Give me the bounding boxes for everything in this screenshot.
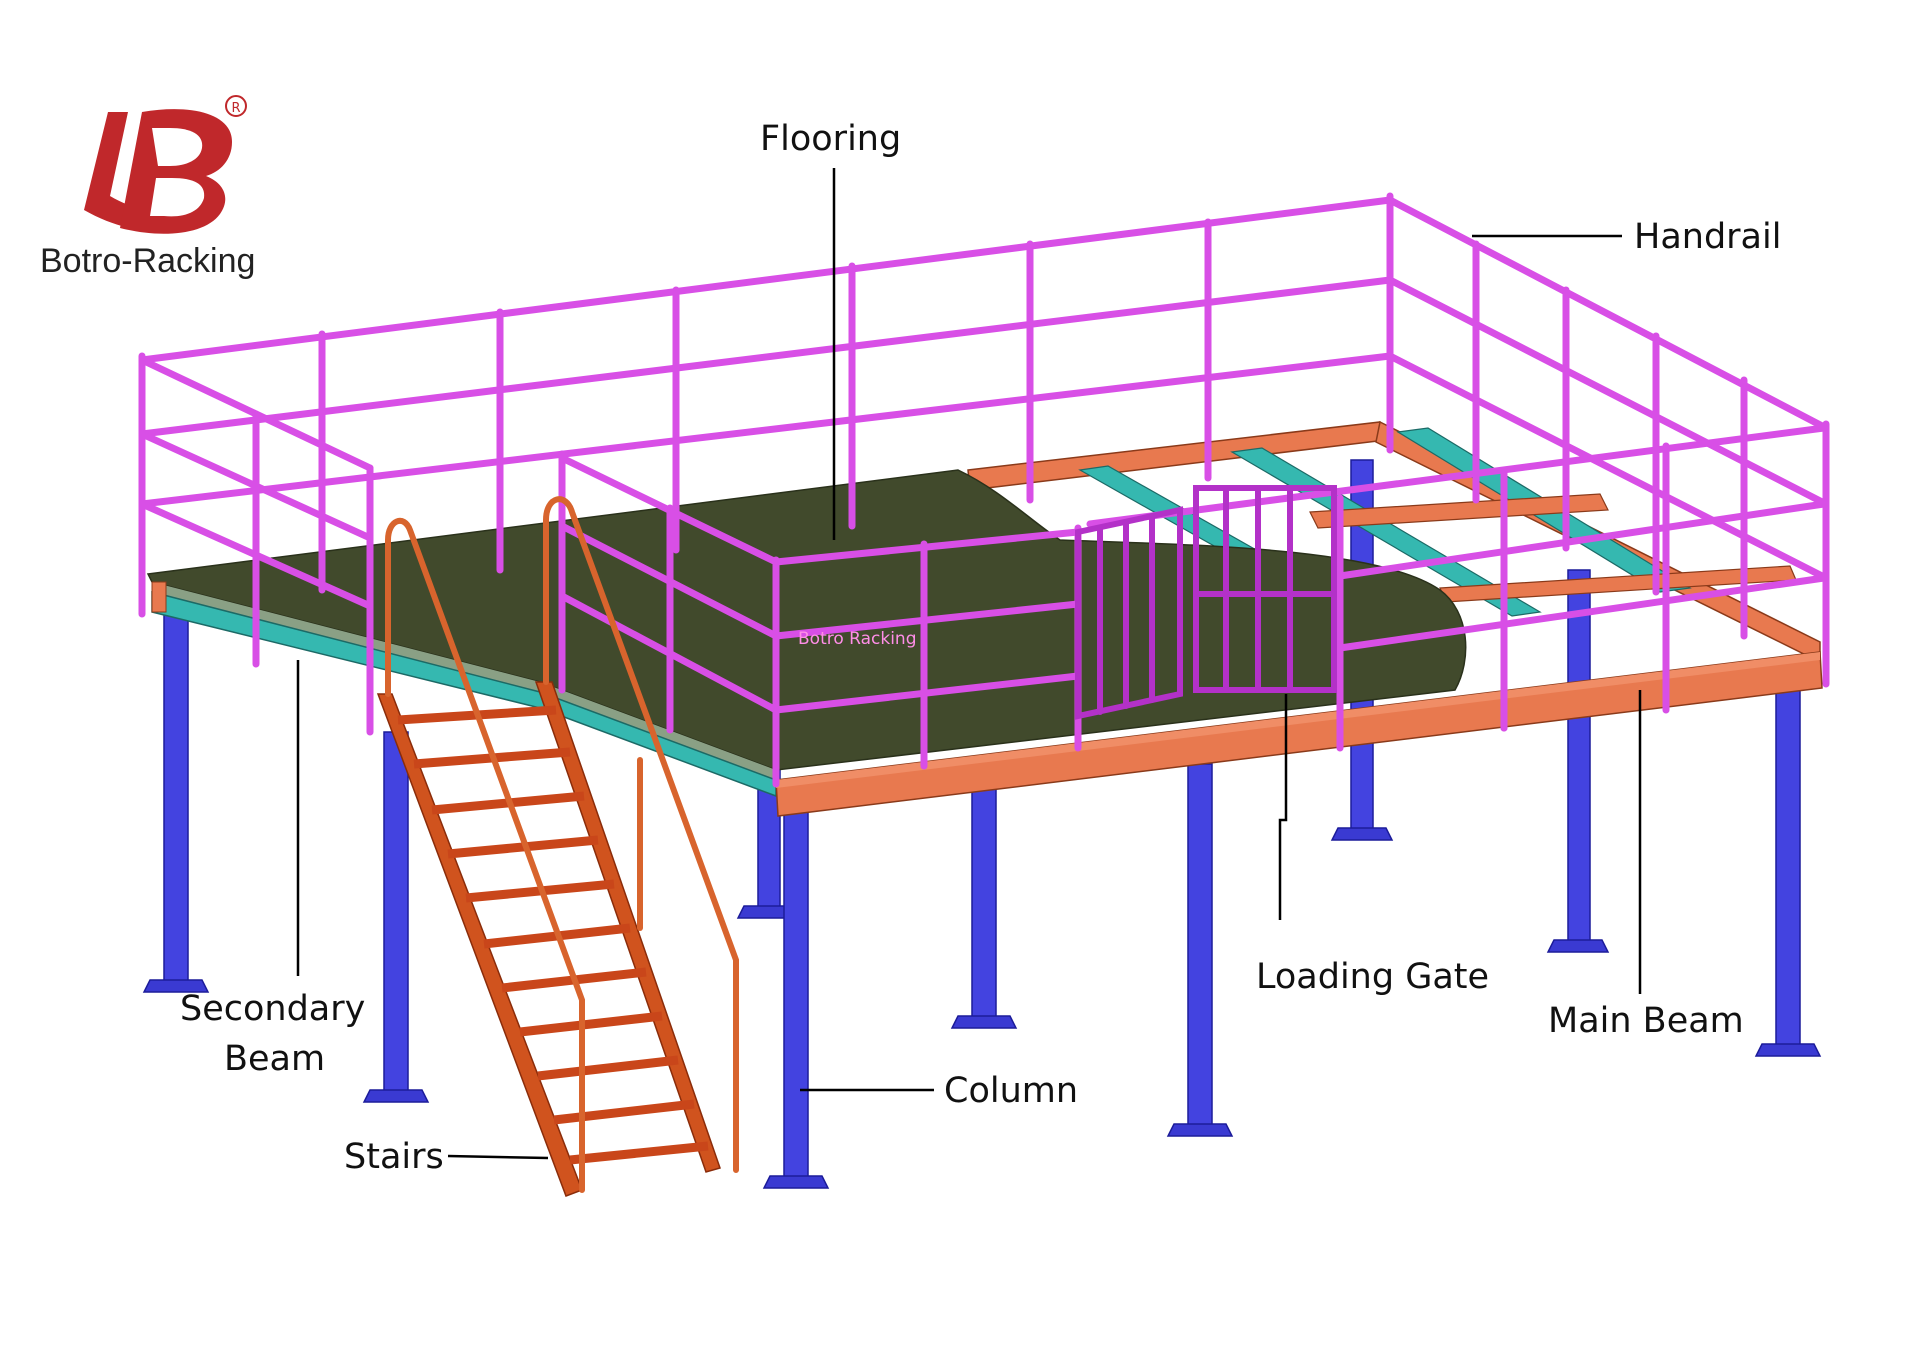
stair-handrails [385, 496, 739, 1193]
registered-mark-icon: R [225, 95, 247, 117]
leader-stairs [447, 1154, 549, 1160]
label-main-beam: Main Beam [1548, 1001, 1744, 1041]
label-secondary-beam-line1: Secondary [180, 989, 365, 1029]
label-secondary-beam-line2: Beam [224, 1039, 325, 1079]
main-beam-front [775, 651, 1823, 817]
label-loading-gate: Loading Gate [1256, 957, 1489, 997]
column-front-left [142, 611, 210, 993]
column-front-2 [362, 731, 430, 1103]
label-column: Column [944, 1071, 1078, 1111]
label-handrail: Handrail [1634, 217, 1781, 257]
column-front-3 [762, 811, 830, 1189]
front-columns [142, 611, 1822, 1189]
main-beam-left-end [151, 581, 167, 613]
logo-mark-icon [84, 109, 232, 234]
leader-loading-gate [1278, 694, 1288, 920]
column-front-4 [950, 781, 1018, 1029]
callout-leaders [296, 168, 1642, 1160]
loading-gate [1075, 485, 1337, 720]
brand-logo: R Botro-Racking [40, 95, 255, 280]
stairs-assembly [376, 496, 739, 1197]
label-stairs: Stairs [344, 1137, 444, 1177]
column-front-6 [1754, 689, 1822, 1057]
brand-name: Botro-Racking [40, 242, 255, 280]
registered-mark-text: R [231, 101, 240, 116]
column-front-5 [1166, 763, 1234, 1137]
callout-labels: Flooring Handrail Secondary Beam Stairs … [180, 119, 1781, 1177]
watermark-text: Botro Racking [798, 629, 917, 649]
label-flooring: Flooring [760, 119, 901, 159]
stair-treads [397, 705, 709, 1165]
column-back-2 [1546, 569, 1610, 953]
